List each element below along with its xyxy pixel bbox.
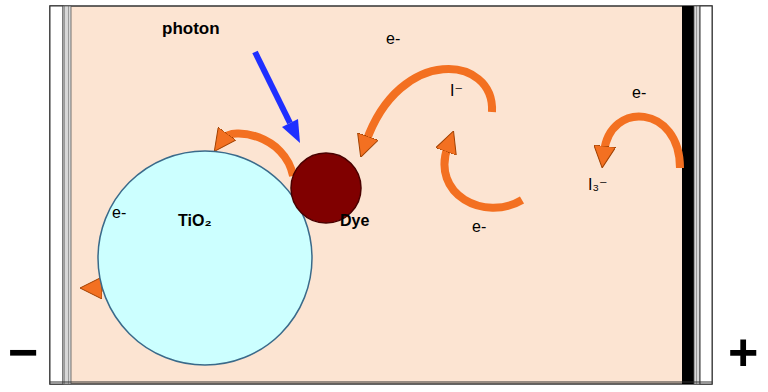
electron-label: e- <box>472 218 486 236</box>
polarity-sign: − <box>8 326 38 378</box>
glass-right <box>700 6 712 384</box>
photon-label: photon <box>162 20 220 39</box>
electron-label: e- <box>386 30 400 48</box>
counter-electrode <box>682 6 694 384</box>
conductive-layer-left <box>63 6 71 384</box>
electron-arrow <box>366 69 492 142</box>
conductive-layer-right <box>694 6 700 384</box>
tio2-particle-shape <box>98 151 312 365</box>
triiodide-label: I₃⁻ <box>588 176 607 194</box>
material-label: TiO₂ <box>178 212 211 230</box>
bottom-edge <box>50 382 712 383</box>
tio2-particle-outline <box>97 150 313 366</box>
dye-label: Dye <box>340 212 369 230</box>
electron-label: e- <box>112 204 126 222</box>
iodide-label: I⁻ <box>450 82 463 100</box>
photon-arrow <box>255 52 290 123</box>
electron-arrow <box>604 117 680 168</box>
electron-arrow <box>444 146 522 208</box>
photon-arrowhead <box>282 119 300 143</box>
tio2-particle: e- TiO₂ <box>97 150 313 366</box>
electron-label: e- <box>632 84 646 102</box>
electrolyte <box>50 6 712 384</box>
polarity-sign: + <box>728 326 758 378</box>
glass-left <box>50 6 63 384</box>
dye-molecule: Dye <box>290 152 380 236</box>
